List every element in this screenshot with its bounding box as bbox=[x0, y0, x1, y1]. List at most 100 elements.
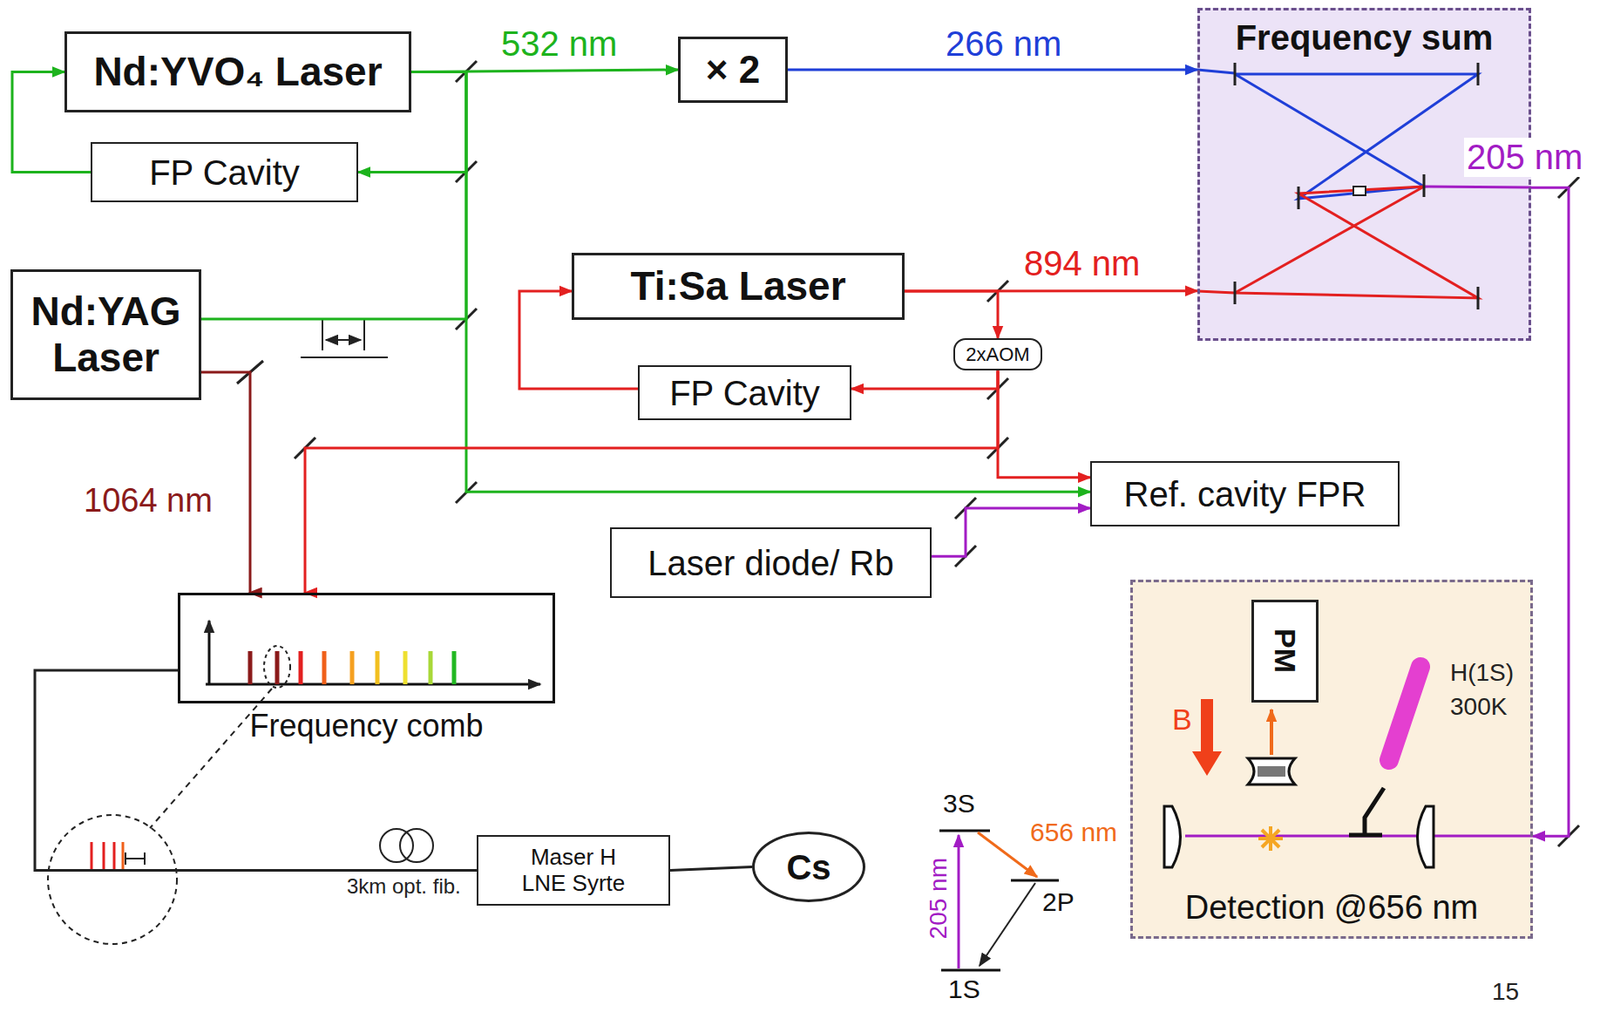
beam-path bbox=[851, 370, 998, 389]
beam bbox=[1234, 74, 1478, 199]
coil-loop bbox=[379, 828, 414, 862]
lens-band bbox=[1257, 766, 1286, 777]
node-label: Frequency sum bbox=[1235, 17, 1494, 58]
node-label: Cs bbox=[786, 847, 831, 888]
transition bbox=[979, 882, 1036, 966]
zoom-tooth bbox=[91, 841, 115, 870]
node-label: Laser diode/ Rb bbox=[647, 542, 894, 584]
laser-box: Laser diode/ Rb bbox=[610, 527, 932, 598]
beam-path bbox=[201, 72, 467, 320]
level bbox=[939, 830, 1059, 970]
cesium-clock: Cs bbox=[752, 831, 866, 902]
wavelength-label: 894 nm bbox=[1023, 244, 1140, 284]
wavelength-label: 532 nm bbox=[501, 24, 617, 64]
mirror bbox=[1417, 806, 1435, 868]
annotation-label: B bbox=[1172, 702, 1193, 736]
zoom-mark bbox=[264, 645, 291, 688]
comb-tooth bbox=[298, 650, 304, 685]
beam-path bbox=[787, 68, 1198, 72]
mirror bbox=[1164, 806, 1181, 868]
aom-box: 2xAOM bbox=[953, 338, 1043, 371]
wavelength-label: 266 nm bbox=[945, 24, 1062, 64]
frequency-comb-box: Frequency comb bbox=[177, 592, 556, 704]
reference-cavity-box: Ref. cavity FPR bbox=[1090, 461, 1400, 527]
detection-region: Detection @656 nm PM bbox=[1130, 579, 1533, 939]
photomultiplier-box: PM bbox=[1251, 599, 1319, 703]
wavelength-label: 1064 nm bbox=[83, 481, 213, 520]
node-label: Frequency comb bbox=[180, 707, 553, 744]
node-label: 2xAOM bbox=[965, 343, 1030, 366]
annotation-label: 3S bbox=[942, 788, 976, 819]
annotation-label: 1S bbox=[948, 974, 981, 1004]
node-label: Ti:Sa Laser bbox=[630, 263, 846, 310]
beam bbox=[1197, 291, 1235, 293]
node-label: Maser H LNE Syrte bbox=[512, 844, 635, 897]
fluorescence-arrow bbox=[1269, 709, 1274, 755]
coil-loop bbox=[400, 828, 434, 862]
annotation-label: 205 nm bbox=[924, 857, 952, 939]
beam-path bbox=[670, 867, 753, 871]
zoom-tooth bbox=[122, 841, 125, 870]
node-label: Ref. cavity FPR bbox=[1124, 474, 1367, 515]
nozzle bbox=[1349, 787, 1384, 835]
node-label: × 2 bbox=[705, 47, 760, 93]
translation-stage bbox=[300, 318, 388, 358]
transition bbox=[977, 832, 1038, 877]
node-label: Nd:YVO₄ Laser bbox=[93, 48, 382, 95]
node-label: Nd:YAG Laser bbox=[23, 288, 190, 381]
beam bbox=[1197, 69, 1235, 74]
level-scheme bbox=[939, 830, 1059, 970]
laser-box: Ti:Sa Laser bbox=[571, 252, 905, 320]
cavity-box: FP Cavity bbox=[637, 365, 852, 421]
beam-path bbox=[411, 72, 1091, 493]
annotation-label: 15 bbox=[1491, 977, 1519, 1005]
mirror bbox=[1234, 62, 1478, 310]
beam-path bbox=[1531, 187, 1569, 836]
beam-path bbox=[931, 508, 1091, 556]
laser-box: Nd:YAG Laser bbox=[10, 269, 202, 400]
beam-path bbox=[997, 370, 1091, 477]
annotation-label: H(1S) 300K bbox=[1450, 655, 1531, 724]
beam-path bbox=[904, 291, 998, 339]
crystal bbox=[1353, 186, 1366, 196]
transition bbox=[957, 834, 961, 969]
sum-cavity bbox=[1197, 62, 1532, 310]
comb-tooth bbox=[403, 650, 408, 685]
node-label: FP Cavity bbox=[669, 372, 821, 414]
annotation-label: 656 nm bbox=[1030, 817, 1118, 848]
stage-arrow bbox=[325, 338, 361, 341]
offset-mark bbox=[125, 852, 145, 865]
zoom-circle bbox=[47, 814, 177, 944]
field-arrow bbox=[1192, 698, 1222, 776]
maser-box: Maser H LNE Syrte bbox=[476, 834, 671, 906]
laser-box: Nd:YVO₄ Laser bbox=[64, 31, 412, 113]
comb-tooth bbox=[452, 650, 457, 685]
wavelength-label: 3km opt. fib. bbox=[346, 874, 462, 899]
atom-beam bbox=[1389, 666, 1421, 760]
annotation-label: 2P bbox=[1042, 887, 1075, 917]
beam-path bbox=[519, 291, 638, 389]
beam-path bbox=[34, 670, 477, 871]
comb-tooth bbox=[250, 650, 278, 685]
beam bbox=[1423, 186, 1532, 188]
stage-mirror bbox=[322, 318, 365, 351]
node-label: Detection @656 nm bbox=[1185, 888, 1478, 928]
lens bbox=[1247, 758, 1295, 785]
axis bbox=[205, 683, 541, 686]
doubler-box: × 2 bbox=[677, 36, 788, 103]
comb-tooth bbox=[428, 650, 434, 685]
beam-path bbox=[305, 370, 998, 593]
region-background bbox=[1130, 579, 1533, 939]
wavelength-label: 205 nm bbox=[1464, 137, 1586, 177]
stage-base bbox=[300, 356, 388, 359]
comb-tooth bbox=[350, 650, 355, 685]
cavity-box: FP Cavity bbox=[90, 142, 359, 203]
fiber-coil bbox=[379, 828, 434, 862]
comb-tooth bbox=[375, 650, 380, 685]
axis bbox=[208, 620, 211, 685]
beam bbox=[1234, 186, 1478, 299]
star bbox=[1258, 826, 1283, 851]
comb-tooth bbox=[322, 650, 327, 685]
node-label: PM bbox=[1267, 629, 1302, 674]
beam-path bbox=[12, 72, 91, 173]
